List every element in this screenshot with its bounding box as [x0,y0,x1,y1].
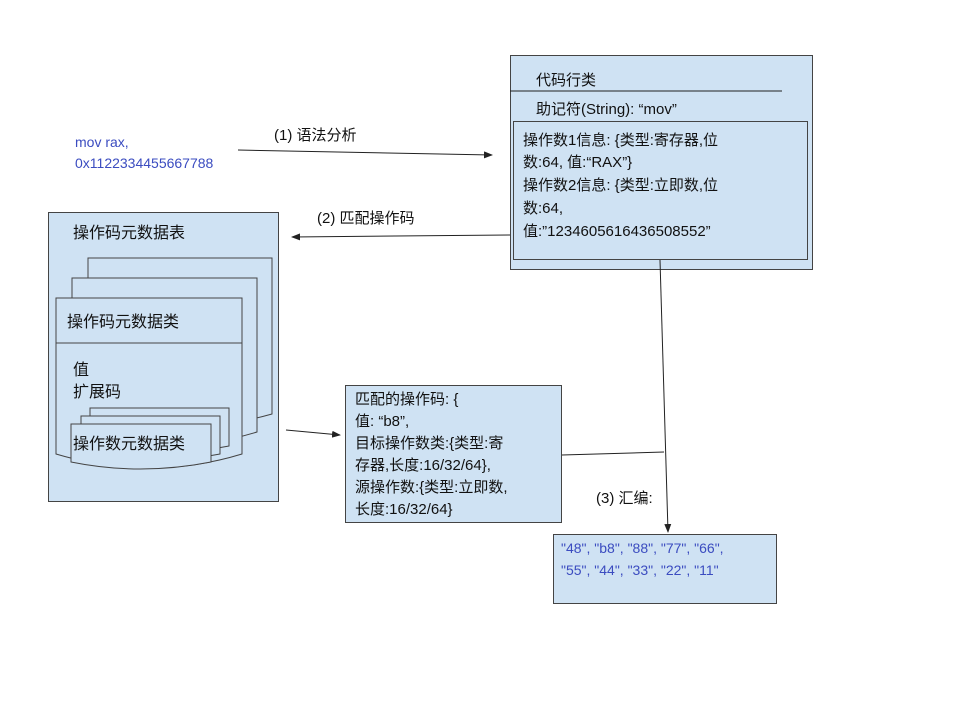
operands-info-box [513,121,808,260]
arrow-parse [237,149,493,159]
matched-opcode-box [345,385,562,523]
mnemonic-field: 助记符(String): “mov” [536,101,677,118]
arrow-assemble [659,259,672,533]
line-matched-to-assemble [561,451,665,456]
matched-line: 目标操作数类:{类型:寄 [355,435,504,452]
operand-line: 操作数2信息: {类型:立即数,位 [523,177,719,194]
operand-line: 数:64, [523,200,564,217]
matched-line: 匹配的操作码: { [355,391,459,408]
step-parse-label: (1) 语法分析 [274,127,357,144]
input-code-line2: 0x1122334455667788 [75,155,214,171]
operand-line: 操作数1信息: {类型:寄存器,位 [523,132,719,149]
operand-metadata-card-title: 操作数元数据类 [73,436,186,453]
machine-code-output-box [553,534,777,604]
code-line-class-title: 代码行类 [536,72,597,89]
arrow-to-matched [285,429,341,438]
operand-line: 数:64, 值:“RAX”} [523,154,633,171]
opcode-field-extension: 扩展码 [73,384,122,401]
output-bytes-line1: "48", "b8", "88", "77", "66", [561,540,724,556]
matched-line: 存器,长度:16/32/64}, [355,457,491,474]
matched-line: 源操作数:{类型:立即数, [355,479,508,496]
opcode-card-title: 操作码元数据类 [67,314,180,331]
opcode-field-value: 值 [73,362,90,379]
opcode-table-title: 操作码元数据表 [73,225,186,242]
input-code-line1: mov rax, [75,134,129,150]
matched-line: 值: “b8”, [355,413,410,430]
matched-line: 长度:16/32/64} [355,501,453,518]
arrow-match [291,233,511,241]
operand-line: 值:”1234605616436508552” [523,223,711,240]
step-assemble-label: (3) 汇编: [596,490,653,507]
step-match-label: (2) 匹配操作码 [317,210,415,227]
output-bytes-line2: "55", "44", "33", "22", "11" [561,562,719,578]
